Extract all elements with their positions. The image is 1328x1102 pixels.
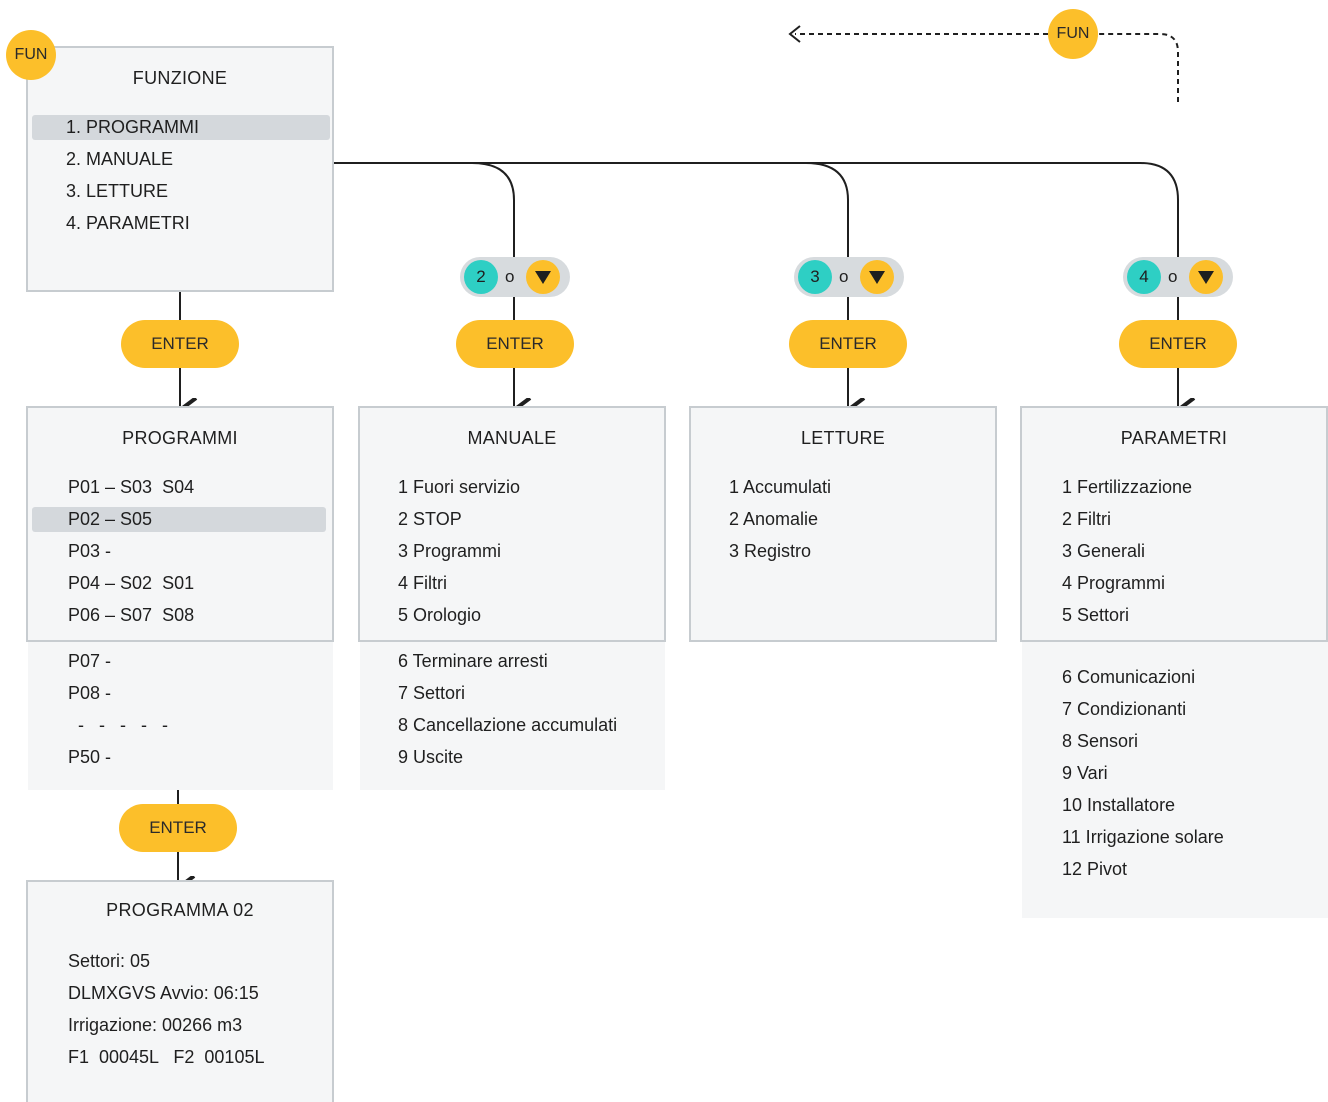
list-item[interactable]: 1 Accumulati <box>729 477 832 497</box>
selector-2[interactable]: 2 o <box>460 257 570 297</box>
enter-button-letture[interactable]: ENTER <box>789 320 907 368</box>
list-item[interactable]: P04 – S02 S01 <box>68 573 195 593</box>
list-item[interactable]: 4 Filtri <box>398 573 447 593</box>
list-item[interactable]: 1 Fertilizzazione <box>1062 477 1193 497</box>
menu-item-manuale[interactable]: 2. MANUALE <box>66 149 174 169</box>
list-item[interactable]: 3 Programmi <box>398 541 502 561</box>
list-item[interactable]: P01 – S03 S04 <box>68 477 195 497</box>
list-item: - - - - - <box>68 715 168 735</box>
number-key-3[interactable]: 3 <box>798 260 832 294</box>
list-item[interactable]: P03 - <box>68 541 112 561</box>
list-item[interactable]: 9 Vari <box>1062 763 1108 783</box>
down-arrow-icon[interactable] <box>1189 260 1223 294</box>
program-detail-line: Irrigazione: 00266 m3 <box>68 1015 243 1035</box>
or-label: o <box>505 267 515 286</box>
programma-02-screen: PROGRAMMA 02 Settori: 05 DLMXGVS Avvio: … <box>26 880 334 1102</box>
down-arrow-icon[interactable] <box>526 260 560 294</box>
selector-4[interactable]: 4 o <box>1123 257 1233 297</box>
selector-3[interactable]: 3 o <box>794 257 904 297</box>
program-detail-line: F1 00045L F2 00105L <box>68 1047 265 1067</box>
enter-button-manuale[interactable]: ENTER <box>456 320 574 368</box>
manuale-scroll-area: 6 Terminare arresti 7 Settori 8 Cancella… <box>360 640 665 790</box>
programmi-screen: PROGRAMMI P01 – S03 S04 P02 – S05 P03 - … <box>26 406 334 642</box>
list-item[interactable]: 1 Fuori servizio <box>398 477 521 497</box>
list-item[interactable]: 2 STOP <box>398 509 462 529</box>
list-item[interactable]: 10 Installatore <box>1062 795 1176 815</box>
list-item[interactable]: P06 – S07 S08 <box>68 605 195 625</box>
program-detail-line: DLMXGVS Avvio: 06:15 <box>68 983 259 1003</box>
list-item[interactable]: 8 Sensori <box>1062 731 1139 751</box>
menu-item-letture[interactable]: 3. LETTURE <box>66 181 169 201</box>
list-item[interactable]: 6 Terminare arresti <box>398 651 548 671</box>
program-detail-line: Settori: 05 <box>68 951 151 971</box>
fun-key-badge-top[interactable]: FUN <box>1048 9 1098 59</box>
programmi-scroll-area: P07 - P08 - - - - - - P50 - <box>28 640 333 790</box>
parametri-scroll-area: 6 Comunicazioni 7 Condizionanti 8 Sensor… <box>1022 640 1328 918</box>
fun-return-arrow <box>1098 33 1179 102</box>
letture-title: LETTURE <box>800 428 886 448</box>
list-item[interactable]: P50 - <box>68 747 112 767</box>
list-item[interactable]: 5 Orologio <box>398 605 482 625</box>
list-item[interactable]: 4 Programmi <box>1062 573 1166 593</box>
list-item[interactable]: 9 Uscite <box>398 747 464 767</box>
list-item[interactable]: P08 - <box>68 683 112 703</box>
list-item[interactable]: 8 Cancellazione accumulati <box>398 715 618 735</box>
funzione-screen: FUNZIONE 1. PROGRAMMI 2. MANUALE 3. LETT… <box>26 46 334 292</box>
programmi-title: PROGRAMMI <box>122 428 238 448</box>
number-key-4[interactable]: 4 <box>1127 260 1161 294</box>
list-item[interactable]: P07 - <box>68 651 112 671</box>
list-item[interactable]: 3 Generali <box>1062 541 1146 561</box>
parametri-screen: PARAMETRI 1 Fertilizzazione 2 Filtri 3 G… <box>1020 406 1328 642</box>
list-item[interactable]: 6 Comunicazioni <box>1062 667 1196 687</box>
letture-screen: LETTURE 1 Accumulati 2 Anomalie 3 Regist… <box>689 406 997 642</box>
parametri-title: PARAMETRI <box>1120 428 1228 448</box>
programma-title: PROGRAMMA 02 <box>106 900 254 920</box>
enter-button-parametri[interactable]: ENTER <box>1119 320 1237 368</box>
fun-key-badge[interactable]: FUN <box>6 30 56 80</box>
or-label: o <box>839 267 849 286</box>
down-arrow-icon[interactable] <box>860 260 894 294</box>
enter-button-programmi[interactable]: ENTER <box>121 320 239 368</box>
list-item[interactable]: 12 Pivot <box>1062 859 1128 879</box>
selection-highlight <box>32 507 326 532</box>
or-label: o <box>1168 267 1178 286</box>
list-item[interactable]: 7 Condizionanti <box>1062 699 1187 719</box>
menu-item-parametri[interactable]: 4. PARAMETRI <box>66 213 190 233</box>
list-item[interactable]: 2 Filtri <box>1062 509 1111 529</box>
list-item[interactable]: 7 Settori <box>398 683 466 703</box>
list-item[interactable]: 11 Irrigazione solare <box>1062 827 1224 847</box>
funzione-title: FUNZIONE <box>132 68 228 88</box>
manuale-screen: MANUALE 1 Fuori servizio 2 STOP 3 Progra… <box>358 406 666 642</box>
number-key-2[interactable]: 2 <box>464 260 498 294</box>
selection-highlight <box>32 115 330 140</box>
list-item[interactable]: 2 Anomalie <box>729 509 819 529</box>
list-item[interactable]: 5 Settori <box>1062 605 1130 625</box>
list-item[interactable]: 3 Registro <box>729 541 812 561</box>
manuale-title: MANUALE <box>467 428 557 448</box>
list-item[interactable]: P02 – S05 <box>68 509 153 529</box>
enter-button-programma[interactable]: ENTER <box>119 804 237 852</box>
menu-item-programmi[interactable]: 1. PROGRAMMI <box>66 117 200 137</box>
